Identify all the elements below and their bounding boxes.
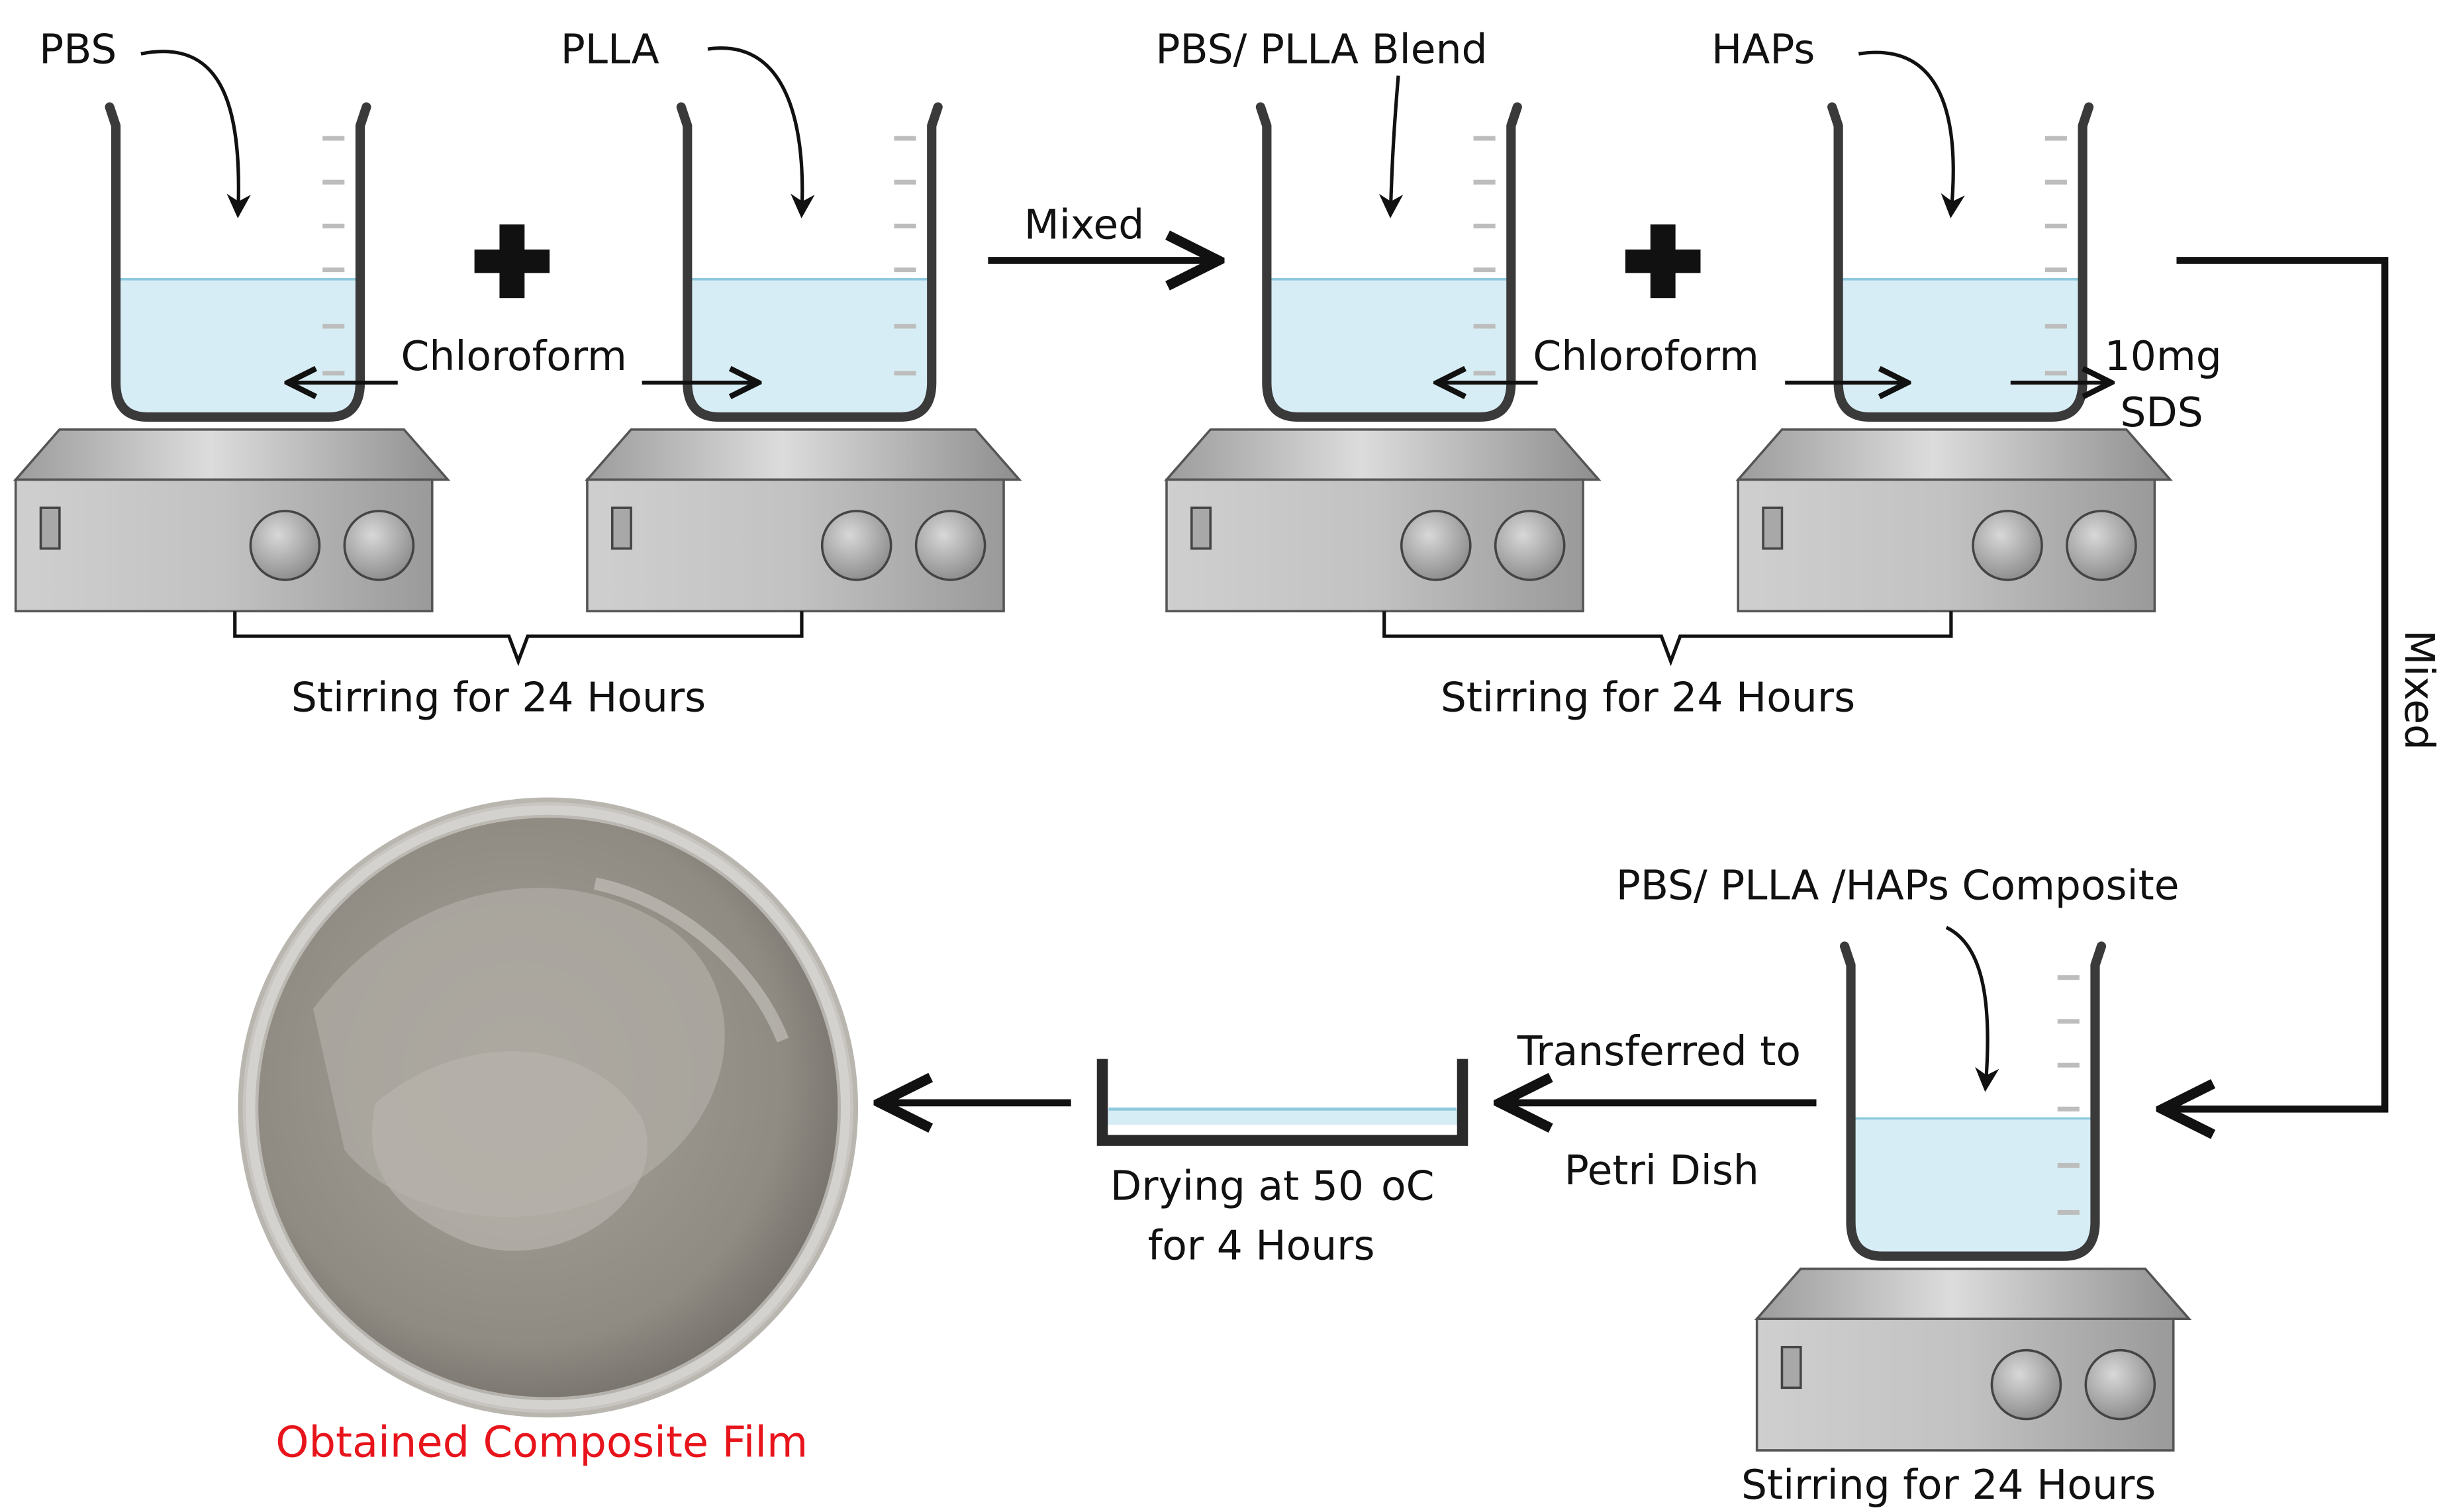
- label-stirring-2: Stirring for 24 Hours: [1441, 674, 1855, 722]
- mixed-return-arrow: [2169, 257, 2389, 1109]
- label-blend: PBS/ PLLA Blend: [1155, 25, 1487, 73]
- label-pbs: PBS: [39, 25, 117, 73]
- composite-pointer-arrow: [1945, 925, 1999, 1092]
- blend-pointer-arrow: [1378, 75, 1404, 218]
- label-transfer-1: Transferred to: [1517, 1027, 1801, 1075]
- composite-film-photo: [238, 797, 859, 1418]
- stirring-brace-2: [1382, 611, 1953, 667]
- haps-pointer-arrow: [1858, 50, 1965, 218]
- stirrer-pbs: [14, 428, 450, 613]
- label-mixed-2: Mixed: [2395, 630, 2443, 750]
- label-composite: PBS/ PLLA /HAPs Composite: [1616, 861, 2180, 909]
- beaker-haps: [1832, 107, 2089, 417]
- label-drying-2: for 4 Hours: [1148, 1221, 1375, 1269]
- label-sds: SDS: [2120, 389, 2203, 436]
- label-mixed-1: Mixed: [1024, 201, 1144, 248]
- label-sds-amount: 10mg: [2105, 332, 2222, 380]
- stirrer-plla: [586, 428, 1021, 613]
- stirrer-blend: [1165, 428, 1600, 613]
- label-transfer-2: Petri Dish: [1564, 1147, 1759, 1194]
- label-chloroform-1: Chloroform: [401, 332, 627, 380]
- label-drying-unit: oC: [1381, 1162, 1435, 1210]
- label-chloroform-2: Chloroform: [1533, 332, 1759, 380]
- beaker-blend: [1261, 107, 1517, 417]
- petri-dish: [1096, 1059, 1468, 1146]
- label-drying-1: Drying at 50: [1110, 1162, 1364, 1210]
- stirring-brace-1: [233, 611, 804, 667]
- stirrer-composite: [1755, 1267, 2191, 1452]
- stirrer-haps: [1737, 428, 2172, 613]
- label-haps: HAPs: [1711, 25, 1815, 73]
- pbs-pointer-arrow: [140, 50, 251, 218]
- label-result: Obtained Composite Film: [275, 1418, 808, 1467]
- label-stirring-1: Stirring for 24 Hours: [291, 674, 706, 722]
- label-plla: PLLA: [561, 25, 659, 73]
- plus-icon-2: [1625, 224, 1701, 299]
- beaker-plla: [681, 107, 938, 417]
- beaker-composite: [1845, 946, 2101, 1256]
- plla-pointer-arrow: [707, 46, 815, 218]
- label-stirring-3: Stirring for 24 Hours: [1741, 1461, 2156, 1509]
- plus-icon: [474, 224, 550, 299]
